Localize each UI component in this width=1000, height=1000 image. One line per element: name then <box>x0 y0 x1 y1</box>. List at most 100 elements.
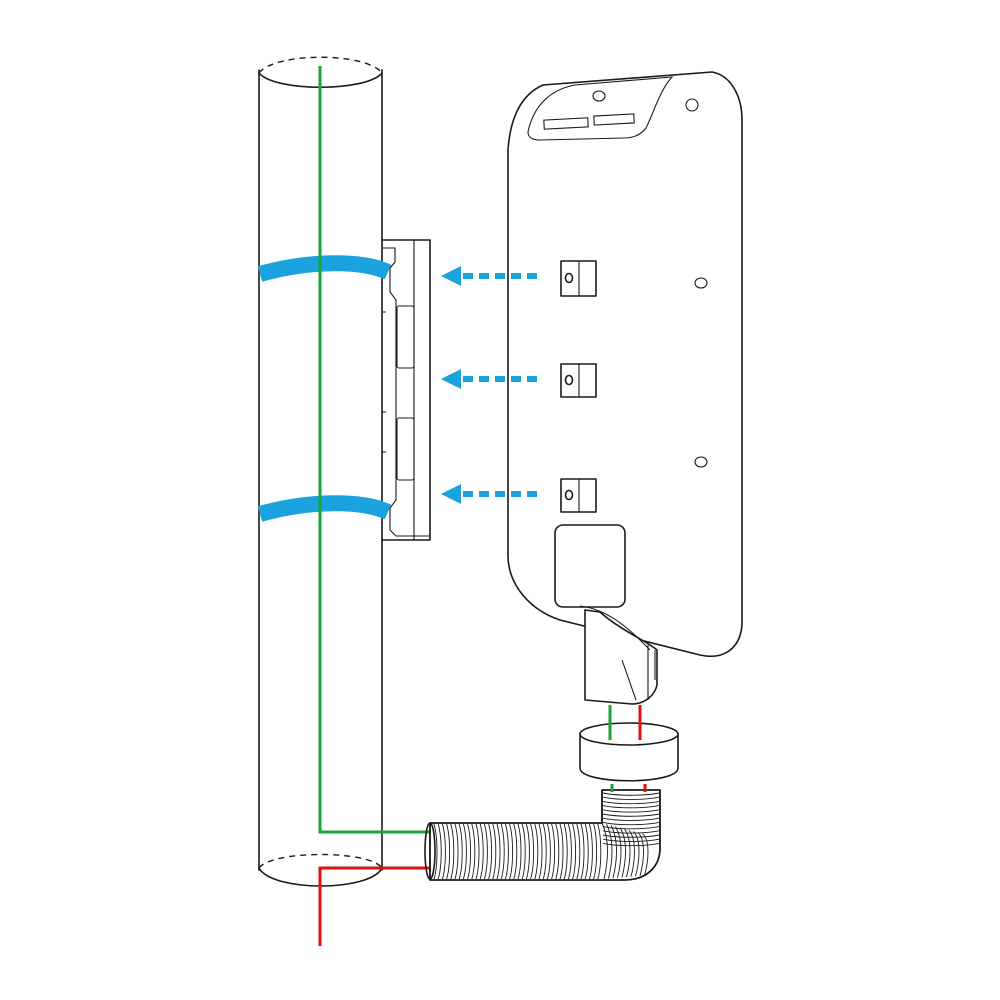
conduit-rib <box>567 823 572 880</box>
conduit-rib <box>642 833 649 876</box>
conduit-rib <box>593 823 598 880</box>
conduit-rib <box>525 823 530 880</box>
conduit-rib <box>597 823 602 880</box>
coupler-top <box>579 722 679 746</box>
conduit-rib <box>551 823 556 880</box>
conduit-rib <box>588 823 593 880</box>
conduit-rib <box>479 823 484 880</box>
gland-neck <box>584 609 658 705</box>
device-top-hole <box>592 90 606 102</box>
conduit-rib <box>601 822 608 880</box>
conduit-end <box>424 822 436 880</box>
conduit-rib <box>504 823 509 880</box>
straps <box>257 255 392 522</box>
device-label-plate <box>554 524 626 608</box>
conduit-rib <box>496 823 501 880</box>
bracket-tabs <box>382 311 386 453</box>
conduit-coupler <box>579 722 679 782</box>
bracket-flange <box>382 247 430 537</box>
device-screw-top <box>685 98 699 112</box>
mounting-bracket <box>381 239 431 541</box>
conduit-rib <box>602 805 660 809</box>
bracket-slot-2 <box>396 417 415 481</box>
conduit-rib <box>580 823 585 880</box>
conduit-rib <box>602 800 660 805</box>
ground-wire <box>318 66 435 834</box>
conduit-rib <box>572 823 577 880</box>
mounting-lugs <box>560 260 597 513</box>
conduit-rib <box>602 821 660 826</box>
conduit-rib <box>509 823 514 880</box>
conduit-rib <box>446 823 451 880</box>
live-wire <box>318 866 435 946</box>
cable-gland <box>579 605 658 705</box>
arrow-left-icon <box>441 369 543 389</box>
conduit-outline <box>429 789 661 881</box>
conduit-rib <box>602 834 660 838</box>
coupler-body <box>579 733 679 782</box>
device-vent-left <box>543 117 589 130</box>
conduit-rib <box>602 813 660 817</box>
device-vent-right <box>593 113 635 126</box>
conduit-rib <box>559 823 564 880</box>
bracket-outer <box>381 239 431 541</box>
conduit-rib <box>602 809 660 813</box>
conduit-rib <box>602 842 660 847</box>
conduit-rib <box>637 832 644 876</box>
gland-edge <box>621 659 637 701</box>
conduit-rib <box>610 825 617 879</box>
conduit-rib <box>619 827 626 878</box>
conduit-rib <box>615 826 622 878</box>
conduit-rib <box>441 823 446 880</box>
conduit-rib <box>555 823 560 880</box>
arrows <box>441 266 543 504</box>
conduit-rib <box>602 796 660 800</box>
strap-top <box>257 255 392 282</box>
conduit-rib <box>584 823 589 880</box>
pole-bottom-back <box>258 853 383 869</box>
conduit-rib <box>462 823 467 880</box>
device-screw-low <box>694 456 708 468</box>
conduit-rib <box>517 823 522 880</box>
mounting-lug-3 <box>560 478 597 513</box>
device-body <box>507 71 743 657</box>
conduit-rib <box>534 823 539 880</box>
conduit-rib <box>458 823 463 880</box>
gland-side <box>647 645 656 700</box>
conduit-rib <box>471 823 476 880</box>
conduit-rib <box>576 823 581 880</box>
conduit-rib <box>530 823 535 880</box>
gland-collar <box>579 605 651 651</box>
mounting-lug-1 <box>560 260 597 297</box>
conduit-rib <box>483 823 488 880</box>
conduit-rib <box>450 823 455 880</box>
conduit-rib <box>513 823 518 880</box>
wires <box>318 66 435 946</box>
conduit-rib <box>467 823 472 880</box>
conduit-rib <box>602 817 660 821</box>
conduit-rib <box>602 826 660 830</box>
conduit-rib <box>500 823 505 880</box>
conduit-rib <box>492 823 497 880</box>
conduit-rib <box>602 792 660 796</box>
device-top-recess <box>527 76 674 141</box>
device-screw-mid <box>694 277 708 289</box>
mounting-lug-2 <box>560 363 597 398</box>
conduit-rib <box>454 823 459 880</box>
device-enclosure <box>507 71 743 657</box>
conduit-rib <box>624 828 631 878</box>
conduit-rib <box>633 831 640 877</box>
conduit-rib <box>542 823 547 880</box>
conduit-rib <box>437 823 442 880</box>
conduit-rib <box>602 830 660 834</box>
conduit-rib <box>602 838 660 842</box>
arrow-left-icon <box>441 484 543 504</box>
conduit-rib <box>488 823 493 880</box>
arrow-left-icon <box>441 266 543 286</box>
conduit-rib <box>521 823 526 880</box>
conduit-rib <box>433 823 438 880</box>
bracket-slot-1 <box>396 305 415 369</box>
conduit-rib <box>606 823 613 879</box>
